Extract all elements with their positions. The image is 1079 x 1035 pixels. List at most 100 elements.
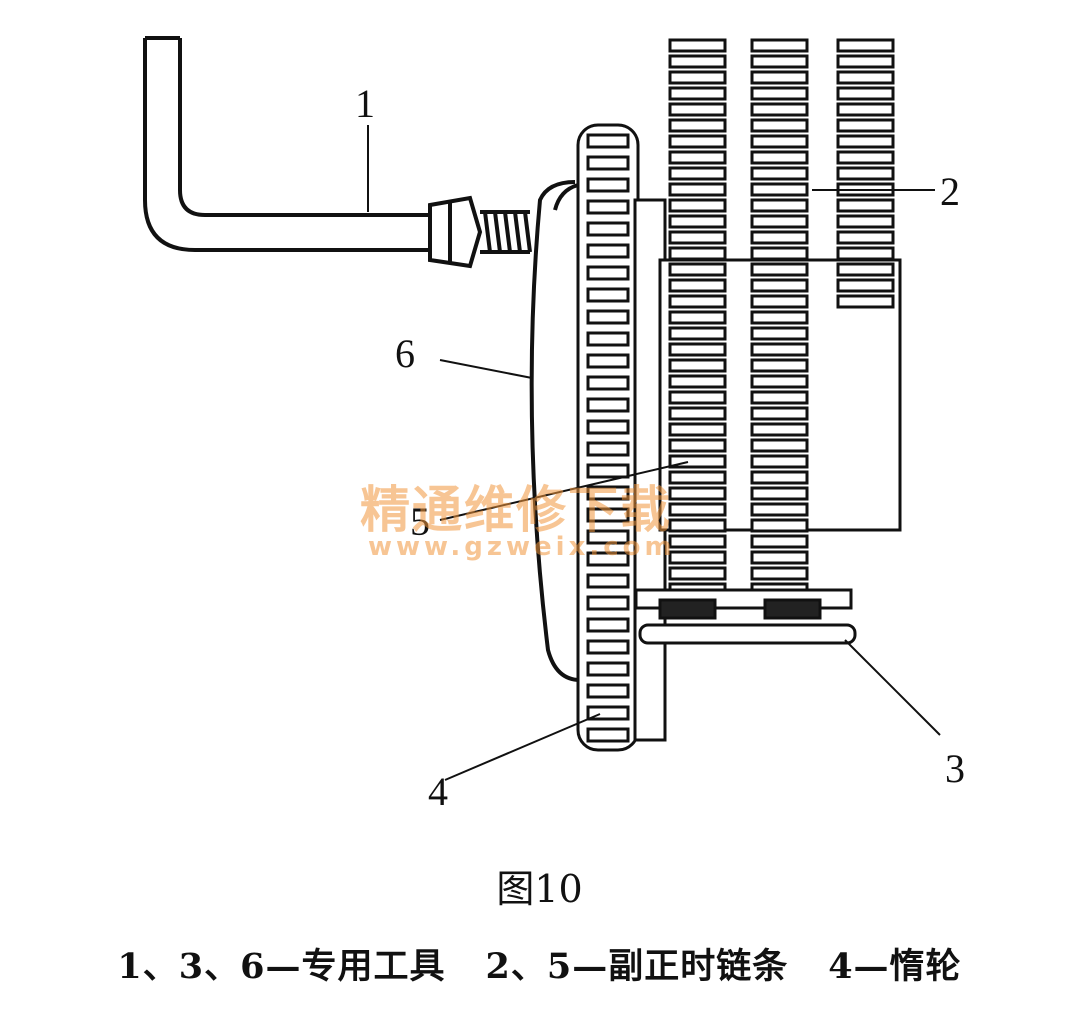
chain-link (750, 438, 809, 453)
chain-link (668, 182, 727, 197)
chain-link (836, 230, 895, 245)
timing-chain-diagram: 1 2 3 4 5 6 (143, 36, 965, 814)
gear-tooth (586, 331, 630, 347)
chain-link (836, 294, 895, 309)
gear-tooth (586, 617, 630, 633)
chain-link (836, 198, 895, 213)
chain-link (668, 406, 727, 421)
chain-link (836, 150, 895, 165)
chain-link (750, 550, 809, 565)
chain-link (750, 486, 809, 501)
chain-link (668, 550, 727, 565)
chain-link (668, 198, 727, 213)
chain-link (750, 38, 809, 53)
chain-link (668, 86, 727, 101)
idler-gear (576, 123, 667, 752)
gear-tooth (586, 397, 630, 413)
gear-teeth (586, 133, 630, 743)
chain-link (668, 534, 727, 549)
callout-1: 1 (355, 81, 375, 126)
chain-link (668, 70, 727, 85)
gear-tooth (586, 353, 630, 369)
gear-tooth (586, 177, 630, 193)
chain-link (750, 374, 809, 389)
chain-link (750, 566, 809, 581)
watermark-text: 精通维修下载 (360, 481, 672, 539)
gear-tooth (586, 287, 630, 303)
chain-link (668, 342, 727, 357)
gear-tooth (586, 243, 630, 259)
watermark-url: www.gzweix.com (368, 532, 676, 562)
chain-link (750, 102, 809, 117)
chain-link (750, 230, 809, 245)
chain-link (836, 38, 895, 53)
chain-link (668, 326, 727, 341)
chain-link (750, 166, 809, 181)
chain-link (750, 198, 809, 213)
legend-item-tools: 1、3、6—专用工具 (117, 946, 446, 987)
chain-link (750, 150, 809, 165)
chain-link (668, 502, 727, 517)
gear-tooth (586, 265, 630, 281)
gear-tooth (586, 441, 630, 457)
chain-link (668, 374, 727, 389)
gear-tooth (586, 683, 630, 699)
gear-tooth (586, 419, 630, 435)
gear-tooth (586, 155, 630, 171)
chain-link (750, 262, 809, 277)
gear-tooth (586, 199, 630, 215)
chain-link (668, 262, 727, 277)
special-tool-plates (634, 588, 857, 645)
gear-tooth (586, 309, 630, 325)
chain-link (750, 454, 809, 469)
chain-link (750, 358, 809, 373)
gear-tooth (586, 595, 630, 611)
chain-link (750, 182, 809, 197)
gear-tooth (586, 133, 630, 149)
chain-link (750, 342, 809, 357)
leader-lines (367, 125, 941, 781)
legend-item-idler: 4—惰轮 (828, 946, 962, 987)
callout-3: 3 (945, 746, 965, 791)
gear-tooth (586, 573, 630, 589)
chain-link (836, 166, 895, 181)
chain-link (668, 310, 727, 325)
chain-link (668, 102, 727, 117)
chain-link (750, 134, 809, 149)
gear-tooth (586, 529, 630, 545)
chain-link (750, 214, 809, 229)
chain-link (668, 246, 727, 261)
chain-link (668, 134, 727, 149)
chain-link (750, 294, 809, 309)
chain-link (750, 406, 809, 421)
figure-title: 图10 (496, 867, 583, 911)
chain-link (668, 422, 727, 437)
chain-link (668, 230, 727, 245)
chain-link (836, 86, 895, 101)
chain-link (836, 214, 895, 229)
chain-link (836, 102, 895, 117)
gear-tooth (586, 221, 630, 237)
chain-link (668, 454, 727, 469)
callout-4: 4 (428, 769, 448, 814)
chain-link (668, 358, 727, 373)
chain-link (750, 278, 809, 293)
chain-links (668, 38, 895, 597)
chain-link (668, 470, 727, 485)
chain-link (668, 38, 727, 53)
chain-link (668, 214, 727, 229)
chain-link (750, 86, 809, 101)
chain-link (836, 246, 895, 261)
chain-link (668, 390, 727, 405)
gear-tooth (586, 551, 630, 567)
chain-link (750, 118, 809, 133)
gear-tooth (586, 485, 630, 501)
chain-link (750, 518, 809, 533)
gear-tooth (586, 639, 630, 655)
chain-link (668, 118, 727, 133)
chain-link (750, 390, 809, 405)
chain-link (836, 118, 895, 133)
gear-tooth (586, 375, 630, 391)
chain-link (836, 262, 895, 277)
callout-6: 6 (395, 331, 415, 376)
